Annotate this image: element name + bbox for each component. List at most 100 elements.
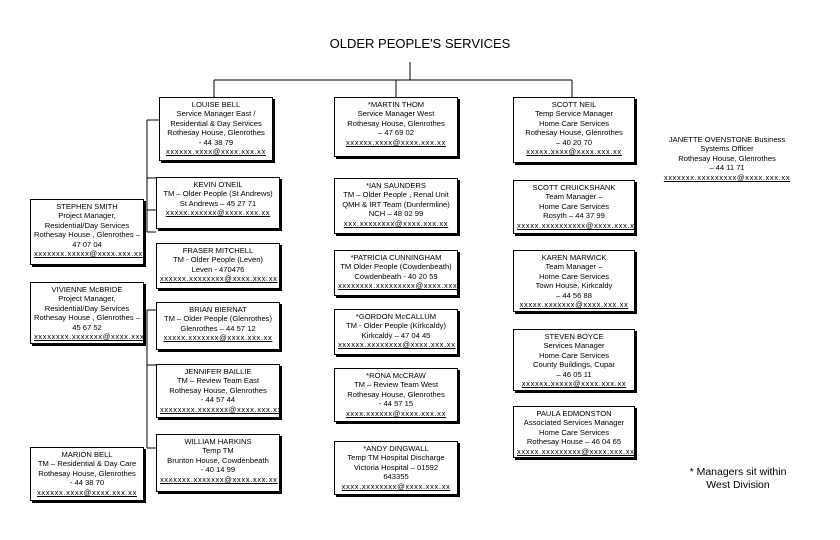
role-detail-line: QMH & IRT Team (Dunfermline) xyxy=(342,199,450,209)
email-link[interactable]: xxx.xxxxxxxx@xxxx.xxx.xx xyxy=(343,218,449,228)
role-detail-line: Service Manager East / xyxy=(176,109,256,119)
role-detail-line: Rothesay House, Glenrothes xyxy=(525,128,623,138)
email-link[interactable]: xxxxxx.xxxxxxxx@xxxx.xxx.xx xyxy=(160,274,278,284)
role-detail-line: Rothesay House, Glenrothes xyxy=(38,468,136,478)
email-link[interactable]: xxxxx.xxxxxx@xxxx.xxx.xx xyxy=(165,208,271,218)
role-detail-line: Services Manager xyxy=(543,341,605,351)
person-name: *RONA McCRAW xyxy=(366,371,426,380)
email-link[interactable]: xxxxxxx.xxxxxxxxx@xxxx.xxx.xx xyxy=(663,172,791,182)
email-link[interactable]: xxxxxxxx.xxxxxxx@xxxx.xxx.xx xyxy=(34,332,144,342)
role-detail-line: Home Care Services xyxy=(538,427,610,437)
person-name: SCOTT CRUICKSHANK xyxy=(532,183,616,192)
person-name: MARION BELL xyxy=(61,450,113,459)
role-detail-line: Town House, Kirkcaldy xyxy=(535,281,613,291)
role-detail-line: – 47 69 02 xyxy=(378,128,414,138)
role-detail-line: TM – Older People (St Andrews) xyxy=(163,189,273,199)
role-detail-line: Residential & Day Services xyxy=(170,118,262,128)
role-detail-line: Residential/Day Services xyxy=(44,220,130,230)
role-detail-line: Kirkcaldy – 47 04 45 xyxy=(361,330,431,340)
role-detail-line: Temp TM xyxy=(202,446,234,456)
email-link[interactable]: xxxxx.xxxxxxx@xxxx.xxx.xx xyxy=(519,300,629,310)
person-name: JANETTE OVENSTONE Business xyxy=(668,135,786,144)
role-detail-line: Service Manager West xyxy=(357,109,435,119)
role-detail-line: - 44 57 44 xyxy=(200,395,236,405)
email-link[interactable]: xxxxx.xxxx@xxxx.xxx.xx xyxy=(526,147,622,157)
role-detail-line: Team Manager – xyxy=(545,192,603,202)
person-name: KAREN MARWICK xyxy=(541,253,607,262)
role-detail-line: TM – Residential & Day Care xyxy=(37,459,137,469)
email-link[interactable]: xxxxx.xxxxxxxxxx@xxxx.xxx.xx xyxy=(517,220,635,230)
email-link[interactable]: xxxx.xxxxxx@xxxx.xxx.xx xyxy=(346,408,446,418)
role-detail-line: - 44 38 79 xyxy=(198,137,234,147)
email-link[interactable]: xxxxxxxx.xxxxxxx@xxxx.xxx.xx xyxy=(160,404,280,414)
footnote-line-2: West Division xyxy=(706,479,770,491)
email-link[interactable]: xxxxxx.xxxx@xxxx.xxx.xx xyxy=(37,487,137,497)
email-link[interactable]: xxxxxx.xxxxxxxx@xxxx.xxx.xx xyxy=(338,340,456,350)
role-detail-line: Rothesay House, Glenrothes xyxy=(169,385,267,395)
email-link[interactable]: xxxxx.xxxxxxx@xxxx.xxx.xx xyxy=(163,333,273,343)
person-name: SCOTT NEIL xyxy=(551,100,597,109)
role-detail-line: – 44 11 71 xyxy=(709,163,745,173)
role-detail-line: Brunton House, Cowdenbeath xyxy=(167,455,269,465)
role-detail-line: Rothesay House, Glenrothes xyxy=(347,118,445,128)
role-detail-line: Rothesay House, Glenrothes xyxy=(347,389,445,399)
role-detail-line: TM – Review Team East xyxy=(176,376,260,386)
role-detail-line: Home Care Services xyxy=(538,201,610,211)
role-detail-line: - 44 38 70 xyxy=(69,478,105,488)
email-link[interactable]: xxxxxxx.xxxxxxx@xxxx.xxx.xx xyxy=(160,474,278,484)
person-name: PAULA EDMONSTON xyxy=(536,409,612,418)
role-detail-line: Project Manager, xyxy=(58,211,116,221)
role-detail-line: Victoria Hospital – 01592 xyxy=(353,462,439,472)
person-name: *PATRICIA CUNNINGHAM xyxy=(350,253,442,262)
email-link[interactable]: xxxxxxx.xxxxx@xxxx.xxx.xx xyxy=(34,249,143,259)
role-detail-line: TM – Older People (Glenrothes) xyxy=(163,314,273,324)
email-link[interactable]: xxxxx.xxxxxxxxx@xxxx.xxx.xx xyxy=(517,446,635,456)
person-name: *MARTIN THOM xyxy=(367,100,425,109)
role-detail-line: Temp Service Manager xyxy=(534,109,614,119)
role-detail-line: - 44 57 15 xyxy=(378,399,414,409)
person-name: *ANDY DINGWALL xyxy=(363,444,429,453)
email-link[interactable]: xxxx.xxxxxxxx@xxxx.xxx.xx xyxy=(341,481,451,491)
role-detail-line: Cowdenbeath - 40 20 59 xyxy=(354,271,438,281)
role-detail-line: Rothesay House , Glenrothes – xyxy=(34,313,140,323)
role-detail-line: TM Older People (Cowdenbeath) xyxy=(340,262,452,272)
role-detail-line: Rosyth – 44 37 99 xyxy=(543,211,605,221)
person-name: VIVIENNE McBRIDE xyxy=(51,285,123,294)
person-name: *GORDON McCALLUM xyxy=(355,312,437,321)
role-detail-line: Home Care Services xyxy=(538,350,610,360)
person-name: JENNIFER BAILLIE xyxy=(184,367,252,376)
role-detail-line: NCH – 48 02 99 xyxy=(368,209,424,219)
email-link[interactable]: xxxxxx.xxxxx@xxxx.xxx.xx xyxy=(521,379,627,389)
role-detail-line: Project Manager, xyxy=(58,294,116,304)
person-name: STEPHEN SMITH xyxy=(56,202,118,211)
role-detail-line: Rothesay House , Glenrothes – xyxy=(34,230,140,240)
role-detail-line: - 40 14 99 xyxy=(200,465,236,475)
role-detail-line: Temp TM Hospital Discharge xyxy=(347,453,445,463)
role-detail-line: – 44 56 88 xyxy=(556,290,592,300)
role-detail-line: TM - Older People (Kirkcaldy) xyxy=(345,321,446,331)
role-detail-line: Associated Services Manager xyxy=(523,418,625,428)
person-name: STEVEN BOYCE xyxy=(544,332,604,341)
managers-footnote: * Managers sit within West Division xyxy=(668,466,808,492)
role-detail-line: 47 07 04 xyxy=(72,239,102,249)
email-link[interactable]: xxxxxxxx.xxxxxxxxx@xxxx.xxx.xx xyxy=(338,281,458,291)
role-detail-line: Systems Officer xyxy=(700,144,754,154)
email-link[interactable]: xxxxxx.xxxx@xxxx.xxx.xx xyxy=(166,147,266,157)
role-detail-line: Home Care Services xyxy=(538,271,610,281)
email-link[interactable]: xxxxxx.xxxx@xxxx.xxx.xx xyxy=(346,137,446,147)
